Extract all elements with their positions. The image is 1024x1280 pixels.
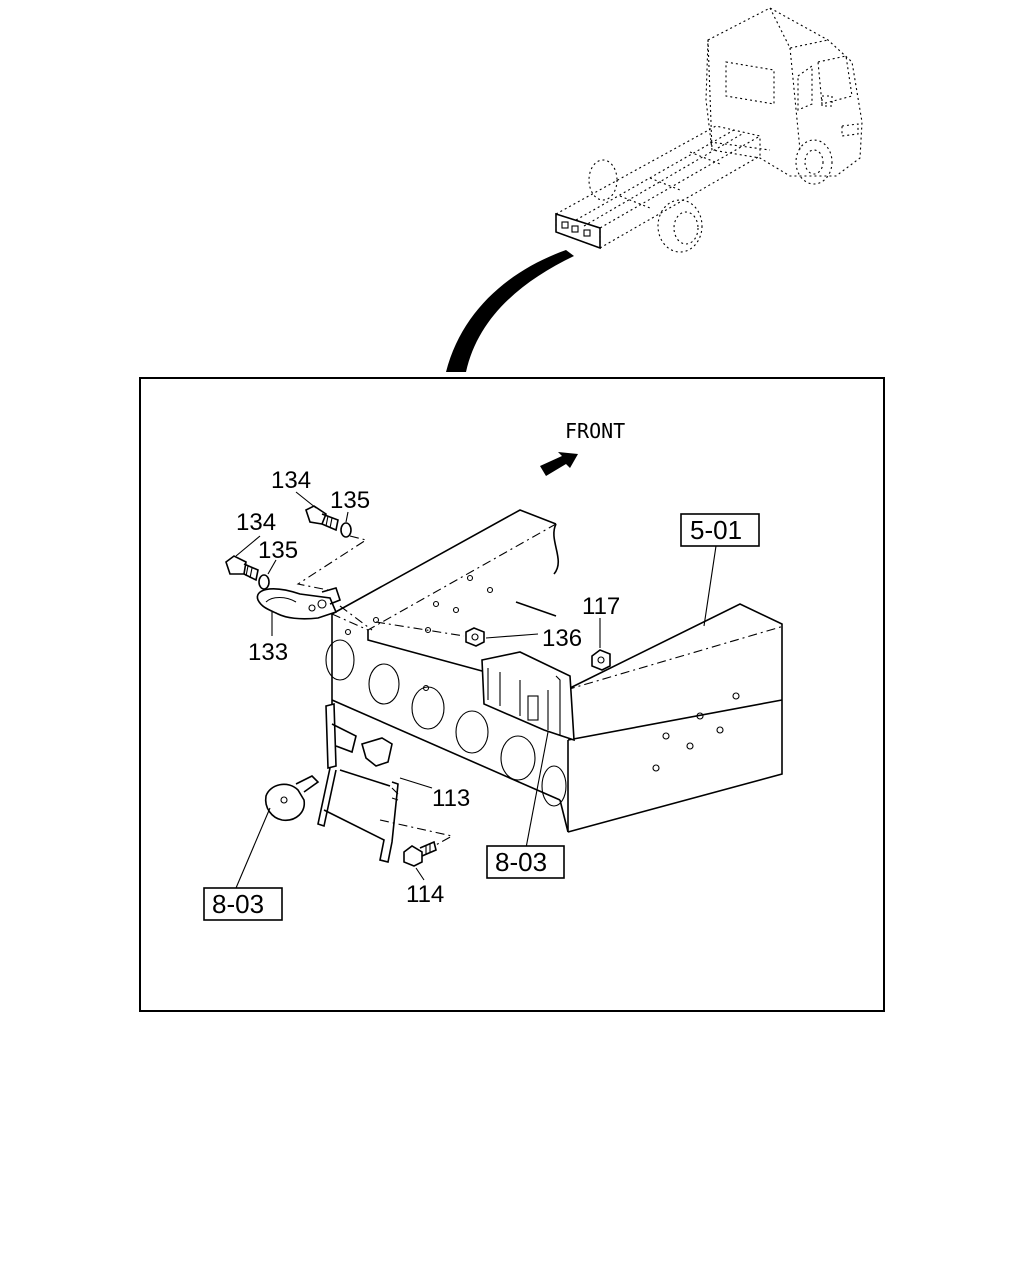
svg-text:5-01: 5-01 <box>690 515 742 545</box>
svg-text:8-03: 8-03 <box>495 847 547 877</box>
label-136: 136 <box>542 625 582 652</box>
detail-leader-arrow <box>446 250 574 372</box>
bolt-upper <box>305 505 339 532</box>
label-134-lower: 134 <box>236 509 276 536</box>
label-114: 114 <box>406 881 444 908</box>
rear-lamp <box>481 651 575 742</box>
detail-frame <box>139 377 885 1012</box>
washer-upper <box>340 522 352 538</box>
truck-overview <box>554 7 863 253</box>
front-arrow-icon <box>540 452 578 476</box>
label-135-upper: 135 <box>330 487 370 514</box>
label-134-upper: 134 <box>271 467 311 494</box>
bolt-lower <box>225 555 259 582</box>
ref-8-03-left[interactable]: 8-03 <box>203 887 283 921</box>
svg-text:8-03: 8-03 <box>212 889 264 919</box>
license-lamp <box>264 775 320 822</box>
front-label: FRONT <box>565 419 625 443</box>
washer-lower <box>258 574 270 590</box>
ref-5-01[interactable]: 5-01 <box>680 513 760 547</box>
license-bracket <box>317 702 399 863</box>
label-117: 117 <box>582 593 620 620</box>
tow-hook <box>256 587 341 620</box>
label-113: 113 <box>432 785 470 812</box>
label-135-lower: 135 <box>258 537 298 564</box>
nut-right <box>591 649 611 671</box>
label-133: 133 <box>248 639 288 666</box>
frame-rails <box>325 509 785 833</box>
ref-8-03-right[interactable]: 8-03 <box>486 845 565 879</box>
nut-center <box>465 627 485 647</box>
bolt-bottom <box>403 840 437 867</box>
